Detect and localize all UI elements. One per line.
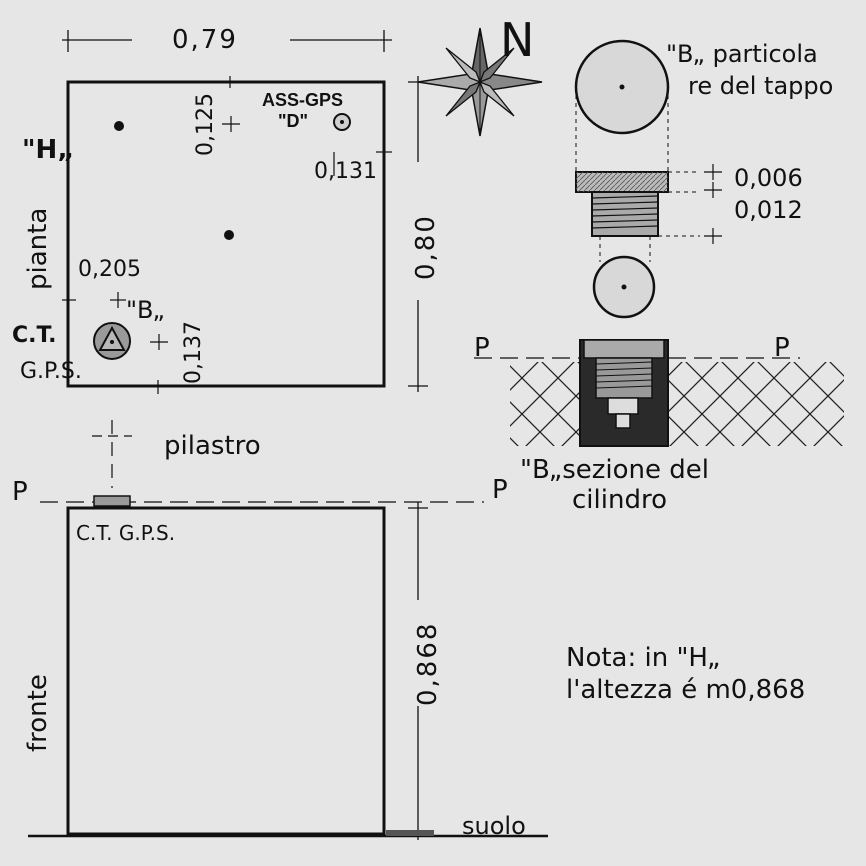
width-dim-label: 0,79 — [172, 25, 238, 55]
cylinder-stem — [607, 397, 639, 415]
ct-gps-triangle — [98, 325, 126, 351]
point-h — [114, 121, 124, 131]
dim-0125-label: 0,125 — [193, 93, 218, 156]
plug-bottom-center — [621, 284, 627, 290]
ct-gps-pillar-top — [93, 495, 131, 507]
point-center — [224, 230, 234, 240]
ct-label-line2: G.P.S. — [20, 359, 82, 384]
nota-line1: Nota: in "H„ — [566, 643, 721, 673]
dim-0012-label: 0,012 — [734, 196, 803, 224]
compass-rose-icon — [417, 27, 543, 137]
front-view: pilastro P P C.T. G.P.S. fronte 0,868 su… — [12, 420, 548, 840]
plug-detail: "B„ particola re del tappo — [574, 39, 833, 319]
fronte-label: fronte — [23, 674, 53, 752]
dim-0205-label: 0,205 — [78, 257, 141, 282]
p-right-bottom: P — [492, 475, 508, 505]
front-dim-label: 0,868 — [413, 622, 443, 706]
cylinder-cap — [583, 339, 665, 359]
cylinder-section: P P "B„sezione del cilindro — [474, 333, 844, 515]
ass-gps-marker-dot — [340, 120, 344, 124]
ass-gps-label: ASS-GPS — [262, 90, 343, 110]
b-sez-line2: cilindro — [572, 485, 667, 515]
note: Nota: in "H„ l'altezza é m0,868 — [566, 643, 805, 705]
dim-0006-label: 0,006 — [734, 164, 803, 192]
b-part-line1: "B„ particola — [666, 40, 818, 68]
p-left-bottom: P — [12, 477, 28, 507]
dim-0137-label: 0,137 — [181, 321, 206, 384]
nota-line2: l'altezza é m0,868 — [566, 675, 805, 705]
plug-top-center — [619, 84, 625, 90]
north-label: N — [500, 13, 534, 67]
ground-hatch — [510, 362, 844, 446]
p-left-top: P — [474, 333, 490, 363]
pilastro-label: pilastro — [164, 431, 261, 461]
cylinder-stem-tip — [615, 413, 631, 429]
suolo-label: suolo — [462, 812, 526, 840]
b-sez-line1: "B„sezione del — [520, 455, 709, 485]
ct-gps-front-label: C.T. G.P.S. — [76, 521, 175, 545]
height-dim-label: 0,80 — [411, 214, 441, 280]
plug-head-shading — [576, 172, 668, 192]
front-rect — [66, 506, 386, 836]
plug-thread-lines — [591, 195, 659, 229]
ct-gps-dot — [110, 340, 114, 344]
b-label-plan: "B„ — [126, 296, 165, 324]
h-label: "H„ — [22, 135, 74, 165]
ground-strip — [386, 830, 434, 836]
cylinder-thread-lines — [595, 361, 653, 389]
plan-view: 0,79 "H„ pianta 0,125 ASS-GPS "D" 0,131 … — [12, 25, 441, 394]
p-right-top: P — [774, 333, 790, 363]
pianta-label: pianta — [23, 208, 53, 290]
plan-square — [66, 80, 386, 388]
d-label: "D" — [278, 111, 308, 131]
b-part-line2: re del tappo — [688, 72, 833, 100]
ct-label-line1: C.T. — [12, 323, 57, 348]
dim-0131-label: 0,131 — [314, 159, 377, 184]
